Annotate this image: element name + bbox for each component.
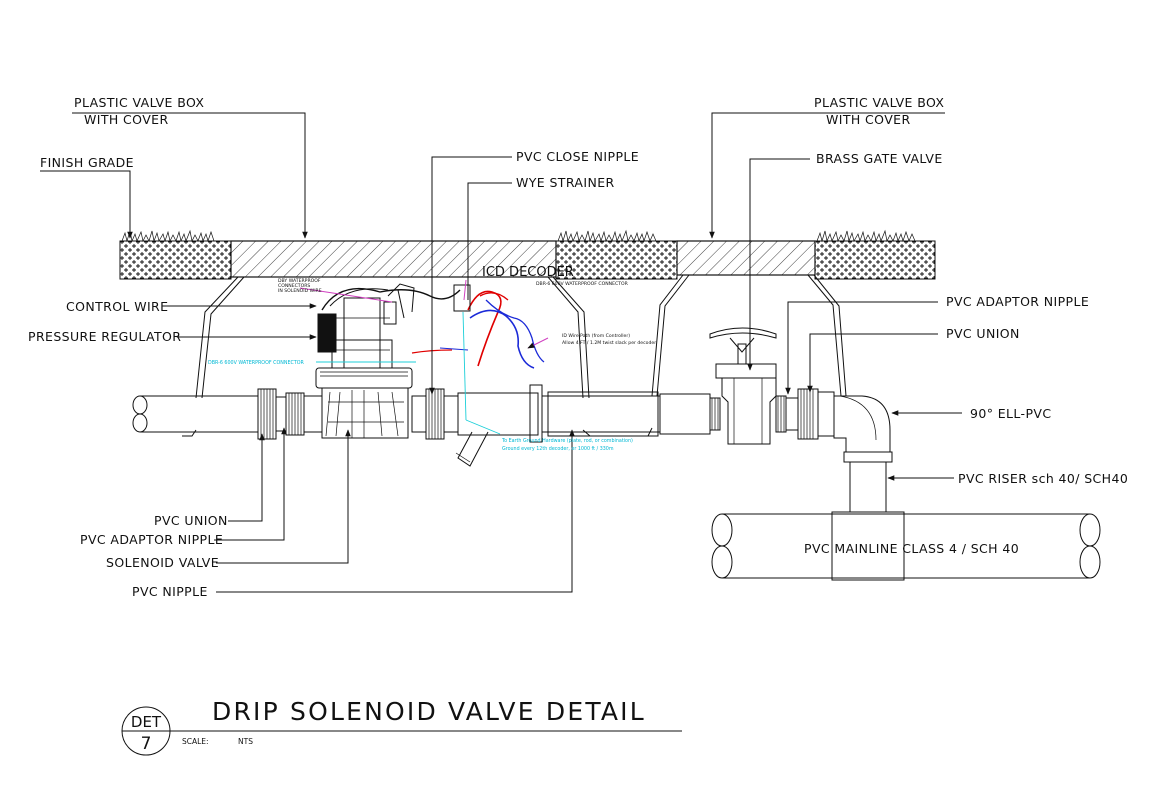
wye-strainer-fitting <box>455 384 543 467</box>
valve-box-walls-right <box>640 274 847 437</box>
label-plastic-valve-box-left-2: WITH COVER <box>84 112 169 127</box>
note-earth-ground-1: To Earth Ground Hardware (plate, rod, or… <box>501 438 633 444</box>
pvc-90-elbow <box>833 395 891 453</box>
valve-box-walls-left <box>182 276 600 437</box>
solenoid-valve-body <box>315 297 413 439</box>
note-dby-connectors-3: IN SOLENOID WIRE <box>278 288 322 294</box>
label-pvc-nipple: PVC NIPPLE <box>132 584 208 599</box>
label-pvc-adaptor-nipple-right: PVC ADAPTOR NIPPLE <box>946 294 1089 309</box>
label-plastic-valve-box-right-2: WITH COVER <box>826 112 911 127</box>
small-notes: DBY WATERPROOF CONNECTORS IN SOLENOID WI… <box>208 278 656 452</box>
note-wire-path-2: Allow 4 FT / 1.2M twist slack per decode… <box>562 340 656 346</box>
label-plastic-valve-box-left-1: PLASTIC VALVE BOX <box>74 95 204 110</box>
leader-lines <box>40 112 962 593</box>
detail-bubble-number: 7 <box>141 734 152 754</box>
label-pvc-adaptor-nipple-left: PVC ADAPTOR NIPPLE <box>80 532 223 547</box>
label-icd-decoder: ICD DECODER <box>482 265 574 280</box>
pvc-union-right-fitting <box>775 388 835 440</box>
lateral-pipe-left <box>132 395 258 433</box>
label-control-wire: CONTROL WIRE <box>66 299 168 314</box>
label-pvc-union-right: PVC UNION <box>946 326 1020 341</box>
pvc-riser-pipe <box>843 451 893 513</box>
scale-value: NTS <box>238 737 253 746</box>
scale-label: SCALE: <box>182 737 209 746</box>
valve-box-cover-right <box>676 240 816 276</box>
pvc-nipple-run <box>541 391 721 437</box>
detail-bubble-label: DET <box>131 713 162 731</box>
label-wye-strainer: WYE STRAINER <box>516 175 615 190</box>
pvc-close-nipple-fitting <box>411 388 459 440</box>
note-dby-connectors-1: DBY WATERPROOF <box>278 278 321 284</box>
label-solenoid-valve: SOLENOID VALVE <box>106 555 219 570</box>
finish-grade-soil <box>119 229 936 280</box>
callout-labels: PLASTIC VALVE BOX WITH COVER FINISH GRAD… <box>28 95 1128 599</box>
label-90-ell-pvc: 90° ELL-PVC <box>970 406 1051 421</box>
title-block: DET 7 DRIP SOLENOID VALVE DETAIL SCALE: … <box>121 697 682 756</box>
label-pvc-mainline: PVC MAINLINE CLASS 4 / SCH 40 <box>804 541 1019 556</box>
label-pvc-close-nipple: PVC CLOSE NIPPLE <box>516 149 639 164</box>
label-pvc-union-left: PVC UNION <box>154 513 228 528</box>
label-finish-grade: FINISH GRADE <box>40 155 134 170</box>
pvc-union-left-fitting <box>257 388 323 440</box>
label-pressure-regulator: PRESSURE REGULATOR <box>28 329 181 344</box>
valve-box-cover-left <box>230 240 557 278</box>
note-wire-path-1: ID Wire Path (from Controller) <box>562 333 630 339</box>
control-wiring <box>299 279 549 435</box>
note-dby-connectors-2: CONNECTORS <box>278 283 310 289</box>
pvc-mainline-pipe <box>711 511 1101 581</box>
label-brass-gate-valve: BRASS GATE VALVE <box>816 151 943 166</box>
note-earth-ground-2: Ground every 12th decoder, or 1000 ft / … <box>502 446 614 452</box>
detail-title: DRIP SOLENOID VALVE DETAIL <box>212 697 646 726</box>
label-pvc-riser: PVC RISER sch 40/ SCH40 <box>958 471 1128 486</box>
note-dbr-connector-top: DBR-6 600V WATERPROOF CONNECTOR <box>536 281 629 287</box>
note-dbr-connector-left: DBR-6 600V WATERPROOF CONNECTOR <box>208 360 305 366</box>
label-plastic-valve-box-right-1: PLASTIC VALVE BOX <box>814 95 944 110</box>
